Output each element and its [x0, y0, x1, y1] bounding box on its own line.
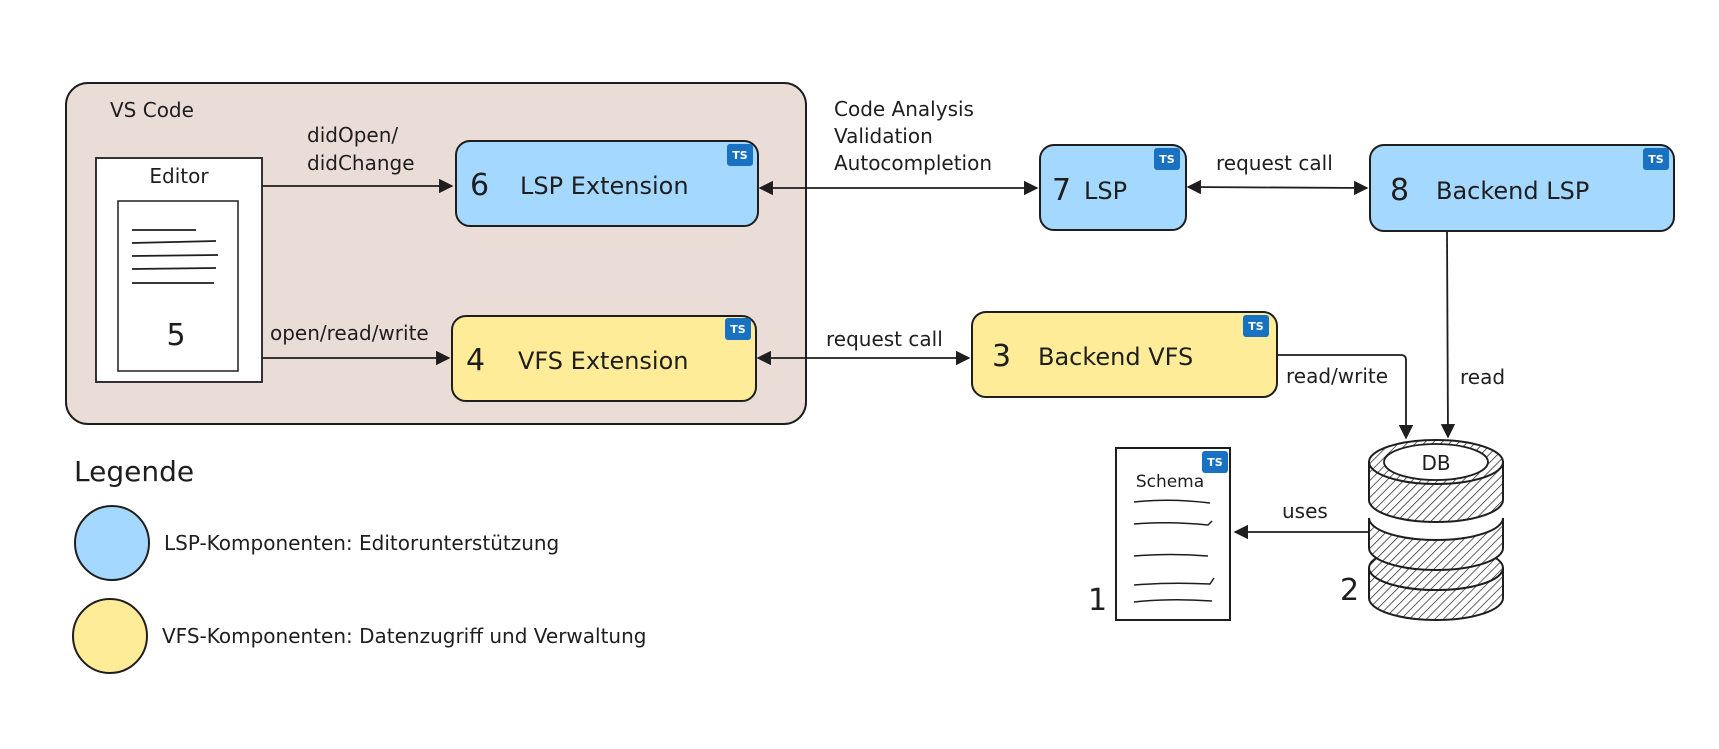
lsp-extension-node: 6 LSP Extension TS	[455, 140, 759, 227]
backend-lsp-number: 8	[1390, 173, 1409, 208]
editor-title: Editor	[149, 164, 209, 188]
ts-badge-icon	[727, 144, 753, 166]
ts-badge-icon	[1202, 451, 1228, 473]
vscode-title: VS Code	[110, 98, 194, 122]
edge-label-code-analysis: Code Analysis	[834, 97, 974, 121]
legend-swatch-vfs	[72, 598, 148, 674]
backend-vfs-number: 3	[992, 339, 1011, 374]
edge-label-open-read-write: open/read/write	[270, 321, 429, 345]
legend: Legende LSP-Komponenten: Editorunterstüt…	[72, 455, 646, 674]
edge-labels: didOpen/ didChange open/read/write Code …	[270, 97, 1505, 523]
schema-number: 1	[1088, 583, 1107, 618]
lsp-number: 7	[1052, 173, 1071, 208]
legend-title: Legende	[74, 455, 194, 488]
legend-label-vfs: VFS-Komponenten: Datenzugriff und Verwal…	[162, 624, 646, 648]
ts-badge-icon	[1243, 315, 1269, 337]
edge-label-request-call-vfs: request call	[826, 327, 943, 351]
svg-text:TS: TS	[732, 149, 748, 162]
backend-lsp-label: Backend LSP	[1436, 177, 1589, 205]
svg-text:TS: TS	[1159, 153, 1175, 166]
ts-badge-icon	[1643, 148, 1669, 170]
schema-title: Schema	[1136, 472, 1204, 492]
edge-label-autocompletion: Autocompletion	[834, 151, 992, 175]
lsp-extension-number: 6	[470, 168, 489, 203]
backend-vfs-label: Backend VFS	[1038, 343, 1193, 371]
svg-text:TS: TS	[1248, 320, 1264, 333]
edge-label-read-write: read/write	[1286, 364, 1388, 388]
db-title: DB	[1421, 451, 1450, 475]
backend-lsp-node: 8 Backend LSP TS	[1369, 144, 1675, 232]
ts-badge-icon	[1154, 148, 1180, 170]
edge-label-didchange: didChange	[307, 151, 415, 175]
schema-document: Schema TS 1	[1088, 447, 1231, 621]
edge-backend-lsp-db	[1440, 231, 1456, 439]
edge-label-request-call-lsp: request call	[1216, 151, 1333, 175]
svg-text:TS: TS	[1648, 153, 1664, 166]
edge-label-uses: uses	[1282, 499, 1328, 523]
lsp-node: 7 LSP TS	[1039, 144, 1187, 231]
legend-label-lsp: LSP-Komponenten: Editorunterstützung	[164, 531, 559, 555]
edge-label-read: read	[1460, 365, 1505, 389]
edge-label-didopen: didOpen/	[307, 123, 398, 147]
legend-swatch-lsp	[74, 505, 150, 581]
lsp-label: LSP	[1084, 177, 1127, 205]
edges	[262, 178, 1456, 540]
edge-backend-vfs-db	[1278, 354, 1414, 440]
editor-number: 5	[166, 318, 185, 353]
edge-label-validation: Validation	[834, 124, 933, 148]
backend-vfs-node: 3 Backend VFS TS	[971, 311, 1278, 398]
svg-text:TS: TS	[1207, 456, 1223, 469]
db-number: 2	[1340, 573, 1359, 608]
database-cylinder-icon: DB 2	[1340, 439, 1504, 621]
edge-lsp-backend-lsp	[1186, 179, 1369, 196]
ts-badge-icon	[725, 318, 751, 340]
vfs-extension-label: VFS Extension	[518, 347, 688, 375]
svg-text:TS: TS	[730, 323, 746, 336]
editor-text-lines-icon	[131, 229, 219, 284]
vfs-extension-number: 4	[466, 343, 485, 378]
lsp-extension-label: LSP Extension	[520, 172, 689, 200]
vfs-extension-node: 4 VFS Extension TS	[451, 315, 757, 402]
editor-box: Editor 5	[95, 157, 263, 383]
schema-lines-icon	[1133, 499, 1215, 603]
